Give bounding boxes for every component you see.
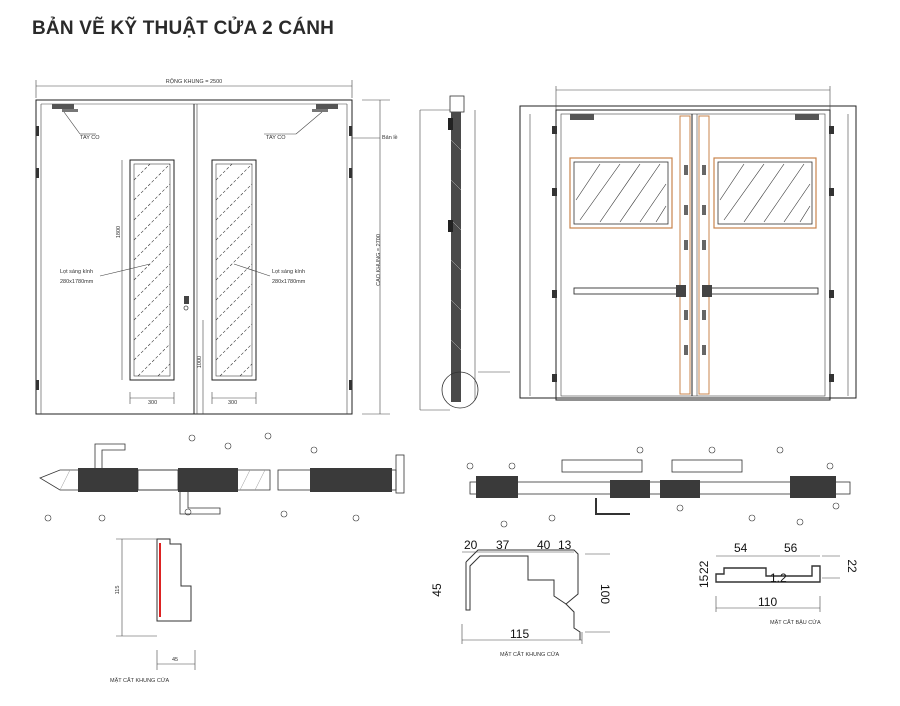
plan-section-left bbox=[39, 432, 405, 522]
handle-height-dim: 1000 bbox=[197, 356, 203, 368]
small-frame-dim-45: 45 bbox=[172, 657, 178, 663]
glass-size-right: 280x1780mm bbox=[272, 279, 306, 285]
frame-dim-13: 13 bbox=[558, 538, 572, 552]
frame-section: 20 37 40 13 45 100 115 MẶT CẮT KHUNG CỬA bbox=[430, 538, 612, 658]
threshold-section: 54 56 15 22 1.2 22 110 MẶT CẮT BẬU CỬA bbox=[697, 541, 859, 626]
threshold-dim-110: 110 bbox=[758, 595, 777, 609]
threshold-dim-56: 56 bbox=[784, 541, 798, 555]
frame-dim-100: 100 bbox=[598, 584, 612, 604]
glass-height-dim: 1800 bbox=[116, 226, 122, 238]
back-view bbox=[519, 86, 857, 401]
frame-dim-37: 37 bbox=[496, 538, 510, 552]
frame-section-label: MẶT CẮT KHUNG CỬA bbox=[500, 650, 560, 658]
frame-dim-45: 45 bbox=[430, 583, 444, 597]
small-frame-label: MẶT CẮT KHUNG CỬA bbox=[110, 676, 170, 684]
side-section bbox=[419, 95, 510, 411]
height-dimension-label: CAO KHUNG = 2700 bbox=[376, 234, 382, 286]
frame-dim-115: 115 bbox=[510, 627, 529, 641]
dim-300-right: 300 bbox=[228, 400, 237, 406]
threshold-section-label: MẶT CẮT BẬU CỬA bbox=[770, 618, 821, 626]
dim-300-left: 300 bbox=[148, 400, 157, 406]
front-view: RỘNG KHUNG = 2500 TAY CO TAY CO Bản lề C bbox=[35, 78, 398, 415]
glass-label-left: Lọt sáng kính bbox=[60, 269, 93, 275]
threshold-dim-15: 15 bbox=[697, 574, 711, 588]
plan-section-right bbox=[466, 446, 851, 528]
threshold-dim-22-right: 22 bbox=[845, 559, 859, 573]
closer-label-left: TAY CO bbox=[80, 135, 100, 141]
hinge-label: Bản lề bbox=[382, 135, 398, 141]
glass-label-right: Lọt sáng kính bbox=[272, 269, 305, 275]
threshold-dim-54: 54 bbox=[734, 541, 748, 555]
frame-dim-40: 40 bbox=[537, 538, 551, 552]
frame-dim-20: 20 bbox=[464, 538, 478, 552]
closer-label-right: TAY CO bbox=[266, 135, 286, 141]
small-frame-dim-115: 115 bbox=[115, 586, 121, 595]
threshold-dim-1-2: 1.2 bbox=[770, 571, 787, 585]
threshold-dim-22-left: 22 bbox=[697, 560, 711, 574]
small-frame-section: 115 45 MẶT CẮT KHUNG CỬA bbox=[110, 538, 196, 684]
glass-size-left: 280x1780mm bbox=[60, 279, 94, 285]
width-dimension-label: RỘNG KHUNG = 2500 bbox=[166, 78, 222, 85]
page-title: BẢN VẼ KỸ THUẬT CỬA 2 CÁNH bbox=[32, 18, 335, 39]
